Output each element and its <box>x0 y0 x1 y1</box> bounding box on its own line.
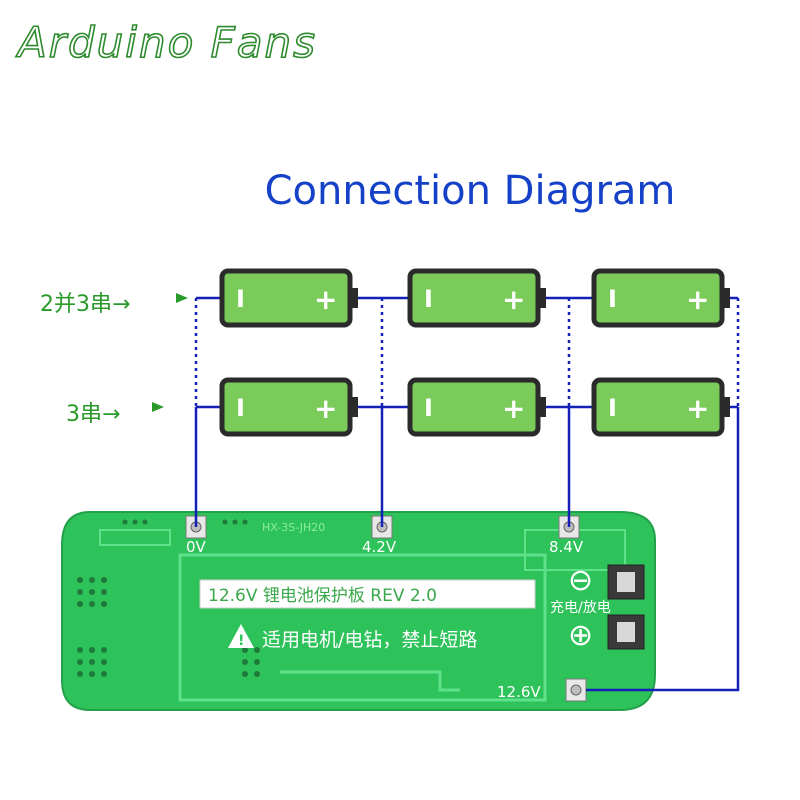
pad-12v6 <box>565 678 587 702</box>
pad-label-0v: 0V <box>186 538 207 556</box>
battery-cell: I+ <box>407 377 546 437</box>
board-label-line1: 12.6V 锂电池保护板 REV 2.0 <box>208 586 437 606</box>
via-dots <box>77 519 260 677</box>
battery-cell: I+ <box>219 377 358 437</box>
battery-grid: I+I+I+I+I+I+ <box>219 268 730 437</box>
arrow-pointers <box>152 293 188 412</box>
diagram-title: Connection Diagram <box>264 168 676 214</box>
negative-terminal-icon: I <box>236 394 245 422</box>
row-label-text: 3串 <box>66 402 102 427</box>
arrow-icon: → <box>102 402 121 427</box>
negative-terminal-icon: I <box>424 394 433 422</box>
pad-label-8v4: 8.4V <box>549 538 584 556</box>
positive-terminal-icon: + <box>314 392 337 425</box>
battery-cell: I+ <box>219 268 358 328</box>
positive-terminal-icon: + <box>686 283 709 316</box>
svg-text:!: ! <box>238 633 244 649</box>
battery-cell: I+ <box>407 268 546 328</box>
negative-terminal-icon: I <box>608 394 617 422</box>
positive-terminal-icon: + <box>502 283 525 316</box>
board-label-line2: 适用电机/电钻，禁止短路 <box>262 629 477 651</box>
plus-circle-icon: ⊕ <box>568 618 593 653</box>
battery-cell: I+ <box>591 268 730 328</box>
row-label-parallel: 2并3串→ <box>40 286 130 318</box>
row-label-text: 2并3串 <box>40 292 112 317</box>
minus-icon: ⊖ <box>568 563 593 598</box>
battery-cell: I+ <box>591 377 730 437</box>
pad-label-12v6: 12.6V <box>497 683 541 701</box>
protection-board: HX-3S-JH20 0V 4.2V 8.4V 12.6V 12.6V 锂电池保… <box>61 511 656 711</box>
positive-terminal-icon: + <box>314 283 337 316</box>
negative-terminal-icon: I <box>608 285 617 313</box>
negative-terminal-icon: I <box>236 285 245 313</box>
arrow-icon: → <box>112 292 131 317</box>
charge-discharge-label: 充电/放电 <box>550 600 611 616</box>
positive-terminal-icon: + <box>686 392 709 425</box>
row-label-series: 3串→ <box>66 396 120 428</box>
silk-code: HX-3S-JH20 <box>262 521 325 534</box>
wire-12v6 <box>586 407 740 692</box>
negative-terminal-icon: I <box>424 285 433 313</box>
brand-logo: Arduino Fans <box>17 17 318 68</box>
positive-terminal-icon: + <box>502 392 525 425</box>
pad-label-4v2: 4.2V <box>362 538 397 556</box>
warning-icon: ! <box>228 624 254 649</box>
